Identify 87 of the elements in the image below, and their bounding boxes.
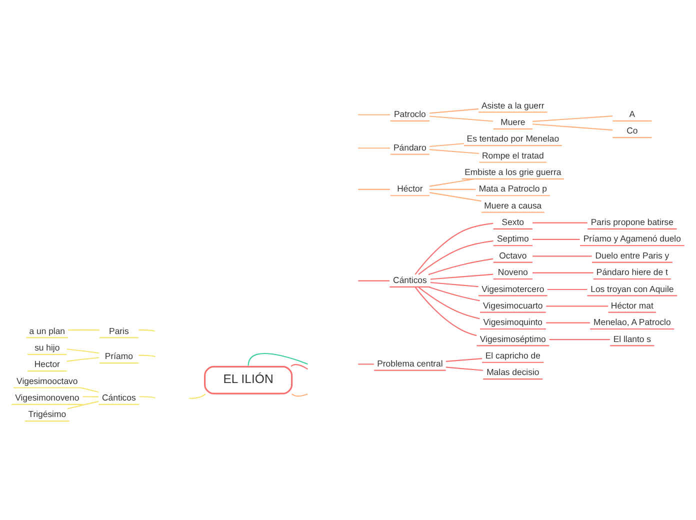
node-text: Noveno — [498, 266, 528, 277]
connector — [248, 352, 308, 366]
node-text: Príamo y Agamenó duelo — [583, 233, 681, 244]
connector — [532, 255, 592, 256]
connector — [428, 286, 480, 301]
connector — [414, 222, 494, 274]
node-text: A — [629, 108, 636, 119]
node-text: Paris — [109, 325, 129, 336]
connector — [290, 364, 308, 370]
node-text: Los troyan con Aquile — [590, 283, 674, 294]
node-text: Vigesimonoveno — [15, 392, 80, 402]
node-text: Vigesimoséptimo — [480, 333, 546, 344]
connector — [80, 386, 99, 392]
connector — [82, 396, 98, 397]
node-text: Asiste a la guerr — [482, 100, 544, 110]
node-text: Rompe el tratad — [482, 150, 544, 160]
connector — [138, 354, 156, 357]
node-text: Co — [626, 125, 638, 136]
node-text: Es tentado por Menelao — [466, 133, 560, 144]
node-text: Hector — [34, 358, 60, 369]
connector — [446, 366, 484, 370]
node-text: Mata a Patroclo p — [478, 183, 547, 194]
connector — [358, 114, 390, 115]
node-text: su hijo — [34, 342, 60, 352]
node-text: Problema central — [377, 358, 443, 368]
node-text: Trigésimo — [28, 408, 66, 419]
connector — [429, 115, 494, 122]
node-text: Muere — [500, 116, 526, 126]
node-text: Vigesimotercero — [482, 283, 544, 294]
connector — [358, 147, 390, 148]
connector — [358, 363, 374, 364]
node-text: Menelao, A Patroclo — [594, 316, 671, 327]
connector — [68, 400, 99, 409]
connector — [429, 192, 482, 202]
connector — [546, 305, 608, 306]
connector — [138, 328, 156, 332]
connector — [188, 393, 206, 398]
connector — [418, 286, 480, 319]
connector — [68, 328, 100, 330]
connector — [532, 222, 588, 223]
connector — [532, 115, 613, 122]
node-text: Embiste a los grie guerra — [464, 166, 562, 177]
node-text: El capricho de — [485, 350, 540, 360]
node-text: El llanto s — [613, 333, 652, 344]
connector — [546, 322, 590, 323]
connector — [139, 396, 156, 398]
node-text: Patroclo — [394, 108, 426, 119]
connector — [549, 338, 610, 340]
node-text: Cánticos — [102, 392, 136, 402]
node-text: Paris propone batirse — [590, 216, 674, 227]
connector — [358, 280, 390, 281]
node-box: EL ILIÓN — [204, 365, 293, 394]
node-text: Príamo — [104, 350, 133, 361]
connector — [532, 272, 594, 273]
connector — [66, 348, 100, 354]
node-text: Sexto — [502, 216, 524, 227]
connector — [428, 258, 494, 275]
connector — [430, 273, 494, 280]
node-text: Septimo — [496, 233, 529, 244]
connector — [418, 240, 494, 274]
connector — [532, 238, 580, 240]
connector — [430, 281, 478, 287]
node-text: Pándaro hiere de t — [596, 266, 668, 277]
node-text: Cánticos — [393, 274, 427, 285]
connector — [547, 288, 588, 290]
connector — [429, 178, 475, 186]
node-text: Vigesimooctavo — [16, 375, 78, 386]
node-text: Octavo — [499, 250, 527, 260]
connector — [291, 392, 308, 396]
node-text: Vigesimocuarto — [483, 300, 543, 310]
connector — [429, 142, 464, 147]
node-text: Pándaro — [394, 142, 426, 152]
node-text: Héctor — [397, 183, 423, 194]
connector — [429, 148, 480, 154]
connector — [446, 358, 482, 362]
connector — [414, 286, 477, 336]
node-text: Héctor mat — [610, 300, 654, 310]
node-text: Malas decisio — [486, 366, 540, 377]
node-text: Duelo entre Paris y — [595, 250, 670, 260]
connector — [430, 188, 476, 190]
node-text: a un plan — [29, 325, 66, 336]
connector — [66, 356, 100, 362]
connector — [532, 123, 613, 130]
node-text: Vigesimoquinto — [483, 316, 543, 327]
connector — [429, 108, 478, 114]
connector — [358, 188, 390, 190]
node-text: Muere a causa — [484, 200, 542, 210]
